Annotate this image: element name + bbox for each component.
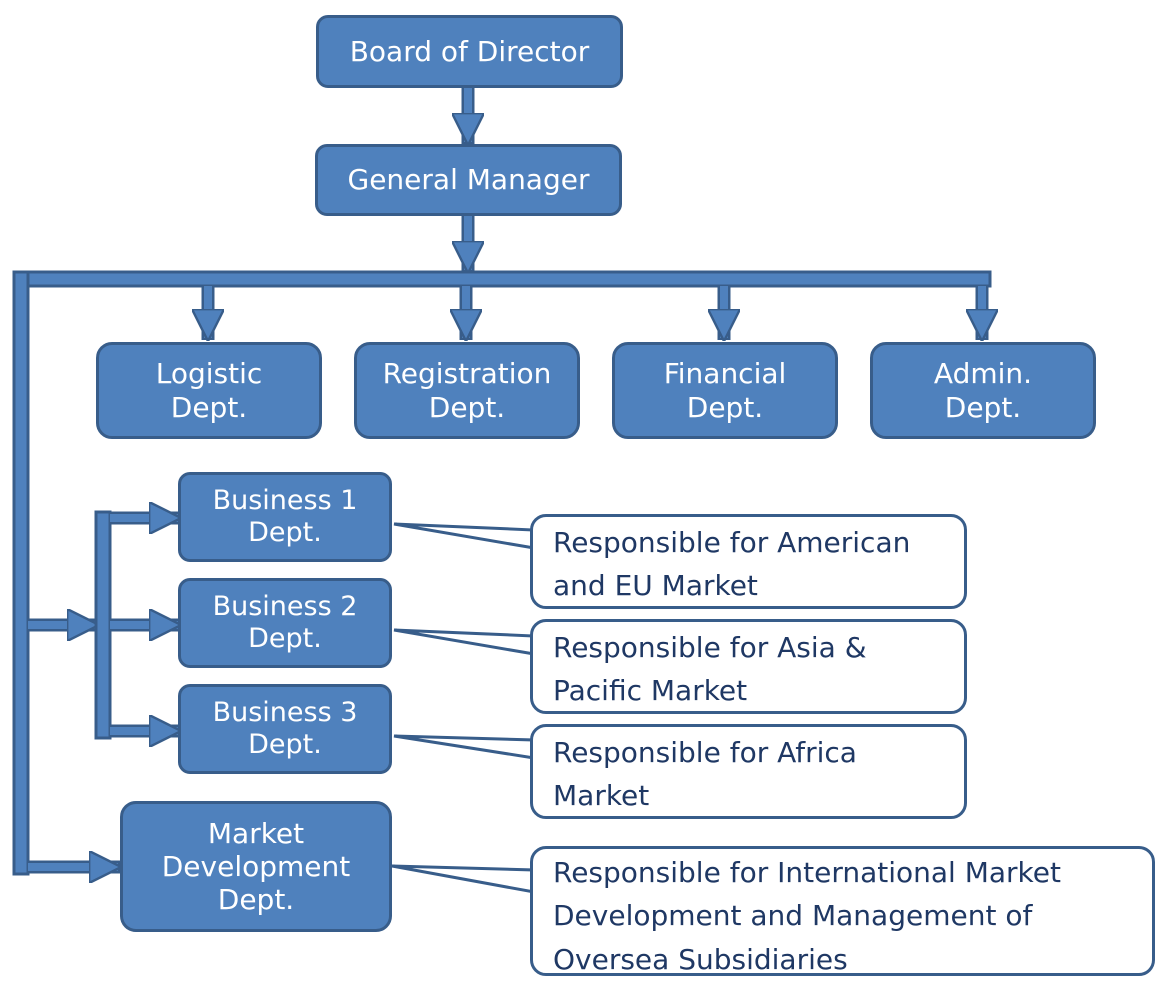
note-line: Development and Management of [553, 899, 1033, 933]
business-arrows [28, 512, 180, 738]
general-manager-box[interactable]: General Manager [315, 144, 622, 216]
dept-label-line: Dept. [686, 390, 764, 424]
dept-label-line: Dept. [428, 390, 506, 424]
market-label-line: Market [207, 816, 305, 850]
dept-label-line: Registration [382, 357, 552, 391]
note-line: Oversea Subsidiaries [553, 942, 848, 976]
note-line: Pacific Market [553, 674, 748, 708]
note-line: Responsible for American [553, 526, 911, 559]
board-of-director-box[interactable]: Board of Director [316, 15, 623, 88]
admin-dept-box[interactable]: Admin. Dept. [870, 342, 1096, 439]
business-1-responsibility-note: Responsible for American and EU Market [530, 514, 967, 609]
market-development-dept-box[interactable]: Market Development Dept. [120, 801, 392, 932]
business-1-dept-box[interactable]: Business 1 Dept. [178, 472, 392, 562]
note-line: Responsible for Asia & [553, 631, 867, 664]
left-trunk [12, 270, 30, 876]
business-label-line: Dept. [248, 729, 322, 760]
business-label-line: Dept. [248, 517, 322, 548]
market-development-responsibility-note: Responsible for International Market Dev… [530, 846, 1155, 976]
dept-label-line: Logistic [155, 357, 263, 391]
business-2-dept-box[interactable]: Business 2 Dept. [178, 578, 392, 668]
dept-label-line: Admin. [933, 357, 1033, 391]
dept-label-line: Dept. [170, 390, 248, 424]
horizontal-bus [12, 270, 992, 288]
general-manager-label: General Manager [347, 163, 590, 197]
business-label-line: Business 2 [212, 591, 358, 623]
dept-label-line: Financial [663, 357, 787, 391]
note-line: and EU Market [553, 569, 758, 603]
financial-dept-box[interactable]: Financial Dept. [612, 342, 838, 439]
registration-dept-box[interactable]: Registration Dept. [354, 342, 580, 439]
business-label-line: Business 3 [212, 697, 358, 729]
business-label-line: Business 1 [212, 485, 358, 517]
market-label-line: Development [161, 849, 351, 883]
business-label-line: Dept. [248, 623, 322, 654]
board-label: Board of Director [349, 34, 590, 68]
department-arrows [208, 286, 982, 340]
note-line: Responsible for International Market [553, 856, 1061, 889]
dept-label-line: Dept. [944, 390, 1022, 424]
business-2-responsibility-note: Responsible for Asia & Pacific Market [530, 619, 967, 714]
note-line: Responsible for Africa [553, 736, 857, 769]
note-line: Market [553, 779, 650, 813]
logistic-dept-box[interactable]: Logistic Dept. [96, 342, 322, 439]
callout-pointers [391, 522, 536, 894]
market-label-line: Dept. [217, 883, 295, 917]
business-3-dept-box[interactable]: Business 3 Dept. [178, 684, 392, 774]
business-3-responsibility-note: Responsible for Africa Market [530, 724, 967, 819]
